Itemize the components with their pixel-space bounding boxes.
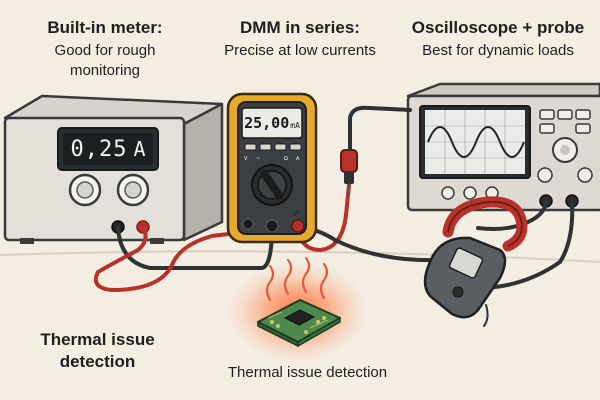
supply-display: 0,25 A (63, 133, 153, 165)
thermal-issue-label-left-line1: Thermal issue (40, 330, 155, 349)
thermal-issue-label-left-line2: detection (59, 352, 136, 371)
scope-title: Oscilloscope + probe (411, 18, 585, 37)
dmm-jack-check-mark: ✓ (293, 208, 301, 218)
svg-text:A: A (296, 156, 300, 162)
thermal-issue-label-bottom: Thermal issue detection (227, 364, 388, 381)
clamp-probe-icon (423, 196, 528, 319)
oscilloscope-icon (406, 82, 600, 212)
circuit-board-icon (257, 299, 341, 348)
builtin-meter-subtitle-line1: Good for rough (54, 42, 156, 59)
heat-waves-icon (265, 256, 329, 302)
builtin-meter-subtitle-line2: monitoring (69, 62, 141, 79)
dmm-subtitle: Precise at low currents (224, 42, 376, 59)
svg-text:V: V (244, 156, 248, 162)
dmm-display-unit: mA (290, 121, 300, 130)
red-probe-icon (340, 149, 358, 196)
supply-display-unit: A (133, 137, 146, 161)
builtin-meter-title: Built-in meter: (47, 18, 163, 37)
dmm-display: 25,00 mA (242, 108, 302, 138)
svg-text:~: ~ (256, 156, 260, 162)
test-leads (93, 105, 575, 327)
power-supply-icon (3, 94, 224, 244)
multimeter-icon: V ~ Ω A (226, 92, 318, 244)
supply-display-value: 0,25 (70, 136, 128, 162)
svg-text:Ω: Ω (284, 156, 288, 162)
scope-subtitle: Best for dynamic loads (422, 42, 574, 59)
dmm-title: DMM in series: (240, 18, 360, 37)
heated-circuit-board (228, 256, 368, 362)
dmm-display-value: 25,00 (244, 114, 290, 132)
